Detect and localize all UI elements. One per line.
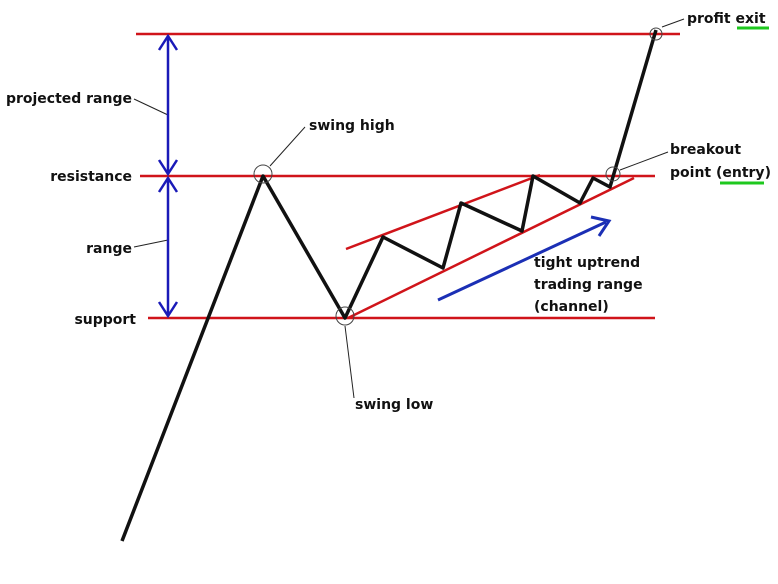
swing-low-pointer: [344, 325, 355, 399]
projected-range-label: projected range: [6, 91, 132, 107]
range-label: range: [86, 241, 132, 257]
channel-lower-line: [347, 176, 635, 320]
profit-exit-label: profit exit: [687, 11, 766, 27]
swing-low-marker-icon: [335, 306, 355, 326]
profit-exit-marker-icon: [649, 27, 663, 41]
uptrend-arrow-icon: [437, 215, 612, 302]
channel-label-line3: (channel): [534, 299, 609, 315]
exit-emphasis: exit: [736, 11, 766, 27]
breakout-label-line1: breakout: [670, 142, 741, 158]
channel-upper-line: [345, 173, 541, 251]
breakout-label-line2: point (entry): [670, 165, 771, 181]
price-path: [120, 29, 658, 542]
swing-high-pointer: [269, 126, 306, 167]
support-label: support: [74, 312, 136, 328]
breakout-marker-icon: [605, 166, 621, 182]
swing-low-label: swing low: [355, 397, 433, 413]
range-arrow-icon: [157, 175, 179, 319]
channel-label-line2: trading range: [534, 277, 643, 293]
projected-range-arrow-icon: [157, 33, 179, 177]
breakout-pointer: [619, 151, 669, 171]
entry-emphasis: entry: [722, 165, 764, 181]
range-pointer: [133, 239, 169, 248]
resistance-label: resistance: [50, 169, 132, 185]
swing-high-label: swing high: [309, 118, 395, 134]
channel-label-line1: tight uptrend: [534, 255, 640, 271]
swing-high-marker-icon: [253, 164, 273, 184]
projected-range-pointer: [133, 98, 169, 116]
profit-exit-pointer: [661, 18, 685, 28]
